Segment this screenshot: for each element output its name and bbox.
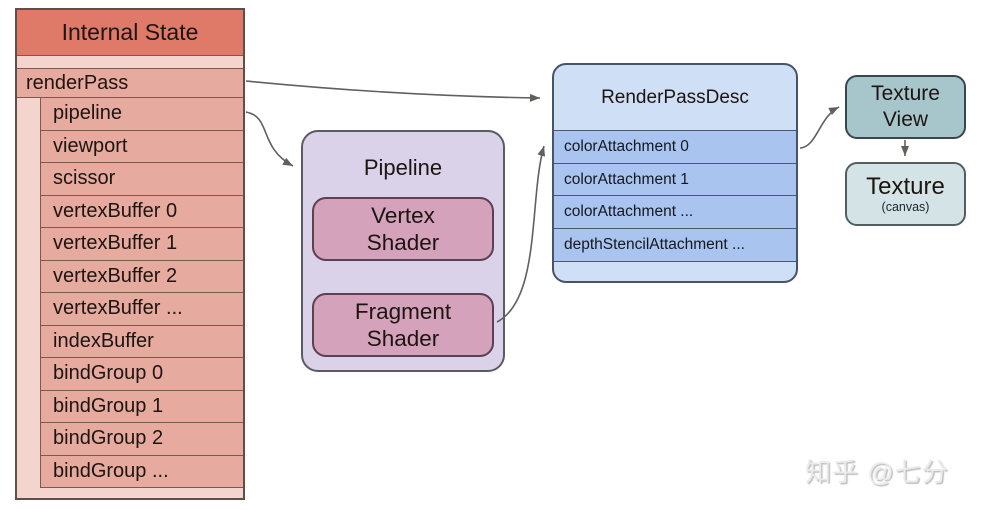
internal-state-table: Internal State renderPass pipeline viewp…	[15, 8, 245, 500]
texture-label: Texture	[866, 172, 945, 200]
texture-view-box: Texture View	[845, 75, 966, 139]
texture-view-label-line1: Texture	[871, 82, 940, 105]
rpd-row-depthstencilattachment: depthStencilAttachment ...	[554, 229, 796, 262]
state-row-bindgroup-more: bindGroup ...	[41, 455, 243, 488]
texture-box: Texture (canvas)	[845, 162, 966, 226]
pipeline-box: Pipeline Vertex Shader Fragment Shader	[301, 130, 505, 372]
renderpassdesc-title-text: RenderPassDesc	[601, 86, 749, 108]
fragment-shader-label-line2: Shader	[366, 326, 440, 351]
state-row-bindgroup-2: bindGroup 2	[41, 423, 243, 456]
state-row-vertexbuffer-2: vertexBuffer 2	[41, 260, 243, 293]
vertex-shader-box: Vertex Shader	[312, 197, 494, 261]
arrow-pipeline-row-to-pipeline-box	[245, 111, 294, 167]
renderpass-row: renderPass	[17, 68, 243, 98]
vertex-shader-label-line1: Vertex	[371, 203, 435, 228]
state-row-vertexbuffer-1: vertexBuffer 1	[41, 228, 243, 261]
state-row-bindgroup-1: bindGroup 1	[41, 390, 243, 423]
internal-state-title: Internal State	[61, 19, 199, 45]
state-row-viewport: viewport	[41, 130, 243, 163]
fragment-shader-label-line1: Fragment	[354, 299, 452, 324]
texture-canvas-label: (canvas)	[881, 199, 930, 214]
fragment-shader-box: Fragment Shader	[312, 293, 494, 357]
internal-state-header: Internal State	[17, 10, 243, 56]
pipeline-title: Pipeline	[363, 155, 443, 180]
state-row-indexbuffer: indexBuffer	[41, 325, 243, 358]
state-row-pipeline: pipeline	[41, 98, 243, 131]
state-row-bindgroup-0: bindGroup 0	[41, 358, 243, 391]
renderpass-label: renderPass	[26, 71, 129, 94]
renderpassdesc-box: RenderPassDesc colorAttachment 0 colorAt…	[552, 63, 798, 283]
vertex-shader-label-line2: Shader	[366, 230, 440, 255]
state-row-scissor: scissor	[41, 163, 243, 196]
internal-state-rows: pipeline viewport scissor vertexBuffer 0…	[40, 98, 243, 488]
state-row-vertexbuffer-more: vertexBuffer ...	[41, 293, 243, 326]
texture-view-label-line2: View	[882, 108, 929, 131]
rpd-row-colorattachment-more: colorAttachment ...	[554, 196, 796, 230]
rpd-row-colorattachment-1: colorAttachment 1	[554, 163, 796, 197]
rpd-row-colorattachment-0: colorAttachment 0	[554, 131, 796, 164]
arrow-renderpass-to-renderpassdesc	[245, 80, 541, 102]
renderpassdesc-title: RenderPassDesc	[554, 65, 796, 131]
arrow-colorattachment-to-texture-view	[799, 106, 840, 149]
state-row-vertexbuffer-0: vertexBuffer 0	[41, 195, 243, 228]
watermark: 知乎 @七分	[805, 457, 949, 487]
